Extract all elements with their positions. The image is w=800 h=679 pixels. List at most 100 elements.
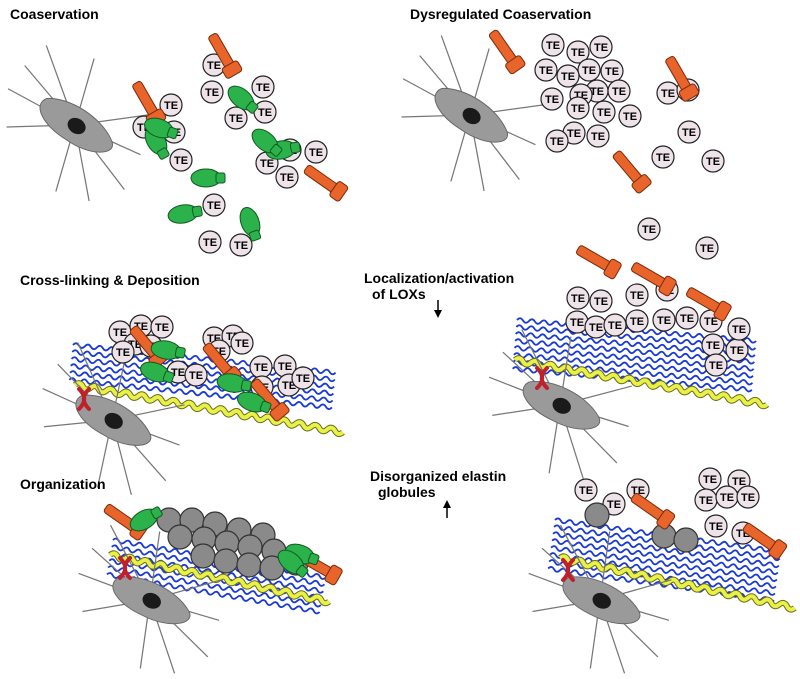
tropoelastin-circle [677,120,701,144]
tropoelastin-label: TE [571,103,585,115]
tropoelastin-label: TE [605,66,619,78]
tropoelastin-circle [545,129,569,153]
tropoelastin-label: TE [579,485,593,497]
tropoelastin-globule: TE [565,310,589,334]
fibulin-end [289,141,301,154]
tropoelastin-label: TE [570,317,584,329]
tropoelastin-globule: TE [625,283,649,307]
basement-membrane [108,550,332,607]
tropoelastin-circle [651,145,675,169]
tropoelastin-label: TE [258,107,272,119]
cell-nucleus [592,592,611,609]
cell-nucleus [67,117,86,135]
elastin-globule [190,543,216,569]
label-crosslinking-deposition: Cross-linking & Deposition [20,272,200,288]
tropoelastin-circle [586,124,610,148]
cell-nucleus [552,397,571,414]
fibulin-protein [129,506,163,532]
tropoelastin-label: TE [539,65,553,77]
elastin-globule [167,524,193,550]
tropoelastin-globule: TE [534,58,558,82]
integrin-crosslink [561,558,575,582]
tropoelastin-circle [251,75,275,99]
microfibril [549,552,777,589]
elastin-globule [673,527,699,553]
tropoelastin-globule: TE [230,331,254,355]
tropoelastin-globule: TE [224,106,248,130]
tropoelastin-label: TE [205,87,219,99]
tropoelastin-label: TE [550,136,564,148]
tropoelastin-label: TE [234,240,248,252]
tropoelastin-globule: TE [273,354,297,378]
smooth-muscle-cell [6,45,149,202]
tropoelastin-globule: TE [677,120,701,144]
tropoelastin-circle [202,193,226,217]
tropoelastin-globule: TE [541,33,565,57]
tropoelastin-circle [592,100,616,124]
label-disorganized-line2: globules [378,484,436,500]
tropoelastin-globule: TE [652,308,676,332]
tropoelastin-globule: TE [251,75,275,99]
tropoelastin-label: TE [706,156,720,168]
tropoelastin-circle [229,233,253,257]
lox-head [658,275,677,297]
cell-nucleus [462,107,481,125]
tropoelastin-label: TE [254,362,268,374]
tropoelastin-globule: TE [169,148,193,172]
tropoelastin-circle [566,286,590,310]
tropoelastin-globule: TE [202,53,226,77]
smooth-muscle-cell [78,524,222,674]
lox-head [505,55,526,75]
tropoelastin-label: TE [207,60,221,72]
tropoelastin-globule: TE [618,104,642,128]
fibulin-protein [150,340,186,360]
tropoelastin-globule: TE [202,193,226,217]
fibulin-protein [277,549,309,578]
fibulin-end [156,147,170,160]
lox-enzyme [630,492,676,530]
smooth-muscle-cell [488,329,632,479]
tropoelastin-globule: TE [159,93,183,117]
microfibril [107,565,322,608]
tropoelastin-globule: TE [695,236,719,260]
tropoelastin-globule: TE [291,366,315,390]
tropoelastin-label: TE [594,42,608,54]
tropoelastin-label: TE [630,316,644,328]
smooth-muscle-cell [42,342,185,496]
tropoelastin-globule: TE [602,492,626,516]
tropoelastin-label: TE [661,88,675,100]
tropoelastin-label: TE [155,322,169,334]
microfibril [550,545,778,582]
fibulin-end [166,126,179,140]
tropoelastin-globule: TE [586,124,610,148]
lox-enzyme [686,287,732,322]
tropoelastin-globule: TE [694,488,718,512]
smooth-muscle-cell [528,524,672,674]
tropoelastin-globule: TE [600,59,624,83]
tropoelastin-label: TE [571,47,585,59]
tropoelastin-globule: TE [701,149,725,173]
integrin-crosslink [535,366,549,390]
tropoelastin-globule: TE [184,363,208,387]
fibulin-end [240,379,252,392]
fibulin-end [245,100,259,114]
tropoelastin-circle [607,79,631,103]
tropoelastin-globule: TE [584,315,608,339]
fibulin-end [259,400,272,414]
tropoelastin-label: TE [623,111,637,123]
tropoelastin-circle [589,289,613,313]
tropoelastin-circle [701,149,725,173]
tropoelastin-globule: TE [701,333,725,357]
tropoelastin-globule: TE [275,165,299,189]
tropoelastin-label: TE [709,521,723,533]
crosslink-right [122,556,132,580]
tropoelastin-label: TE [730,345,744,357]
tropoelastin-globule: TE [589,289,613,313]
tropoelastin-circle [618,104,642,128]
tropoelastin-label: TE [703,474,717,486]
fibulin-end [269,143,283,157]
lox-enzyme [576,245,622,280]
tropoelastin-label: TE [164,100,178,112]
lox-head [768,539,788,560]
